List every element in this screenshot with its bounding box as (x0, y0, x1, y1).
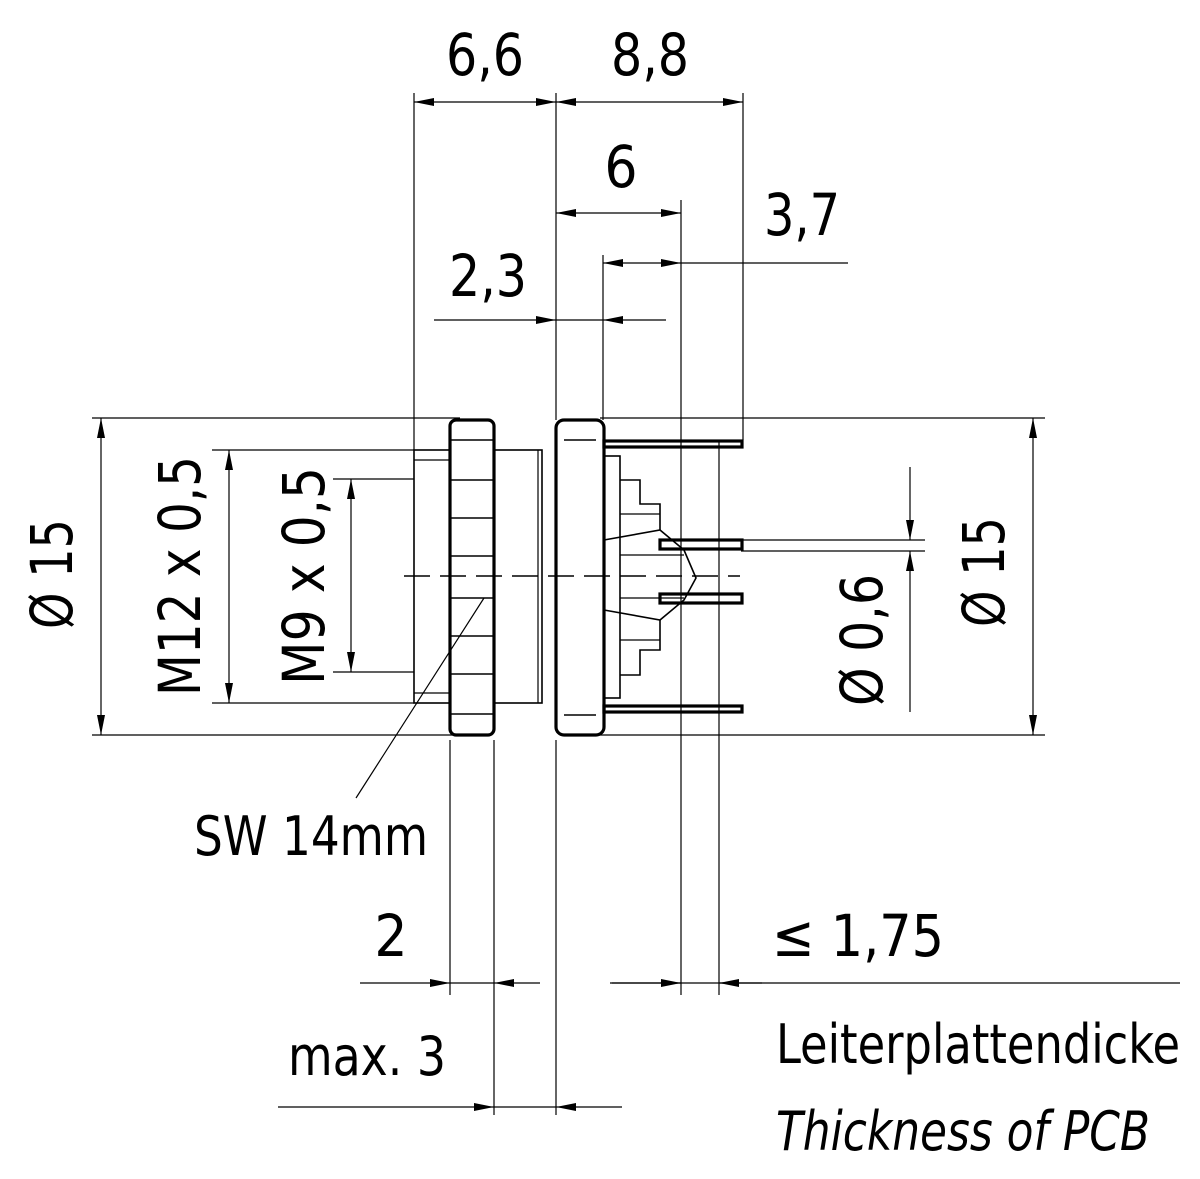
dim-m9: M9 x 0,5 (270, 467, 338, 685)
dim-dia-0-6: Ø 0,6 (828, 574, 896, 706)
dimension-texts: 6,6 8,8 6 3,7 2,3 Ø 15 M12 x 0,5 M9 x 0,… (18, 21, 1180, 1163)
dimension-lines (97, 98, 1037, 1111)
dim-6-6: 6,6 (446, 21, 524, 89)
dim-dia-15-right: Ø 15 (950, 517, 1018, 627)
dim-m12: M12 x 0,5 (146, 456, 214, 696)
dim-8-8: 8,8 (611, 21, 689, 89)
connector-body (404, 418, 744, 737)
pcb-label-en: Thickness of PCB (776, 1100, 1150, 1163)
sw-label: SW 14mm (194, 805, 428, 868)
dim-pcb-max: ≤ 1,75 (772, 902, 944, 970)
dim-6: 6 (604, 133, 637, 201)
dim-2-3: 2,3 (449, 242, 527, 310)
dim-3-7: 3,7 (764, 181, 840, 249)
extension-lines (92, 93, 1180, 1115)
dim-2: 2 (374, 902, 407, 970)
pcb-label-de: Leiterplattendicke (776, 1013, 1180, 1076)
dim-max-3: max. 3 (288, 1025, 446, 1088)
dim-dia-15-left: Ø 15 (18, 519, 86, 629)
